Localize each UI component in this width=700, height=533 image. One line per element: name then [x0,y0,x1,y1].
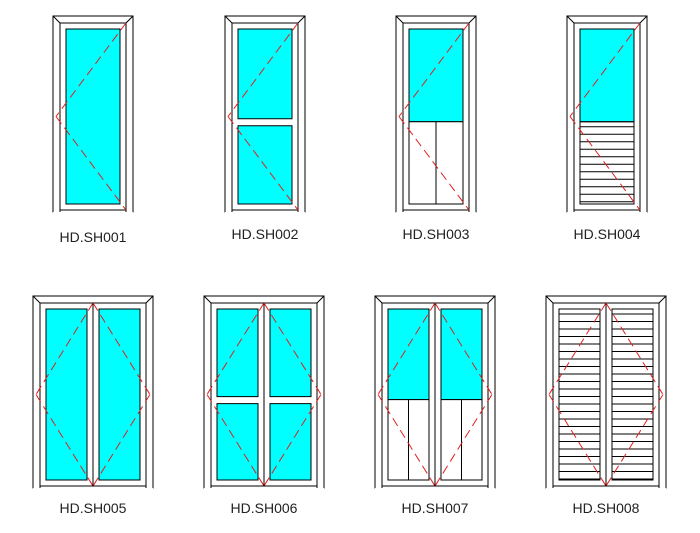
swing-line [605,394,664,487]
swing-line [206,394,265,487]
frame-miter [374,295,383,304]
threshold-gap [375,487,495,489]
swing-line [605,302,664,395]
glass-pane-upper [408,28,464,123]
threshold-gap [225,211,305,213]
swing-line [35,302,94,395]
swing-line [398,22,470,117]
door-sh001 [52,15,134,213]
door-label-sh002: HD.SH002 [231,226,299,242]
frame-miter [658,295,667,304]
glass-pane-upper [216,308,259,398]
frame-miter [487,295,496,304]
swing-line [398,116,470,211]
door-label-sh007: HD.SH007 [401,500,469,516]
swing-line [227,116,299,211]
glass-pane-lower [216,403,259,481]
frame-miter [224,15,233,24]
glass-pane-lower [237,125,293,205]
glass-pane [65,28,121,205]
door-label-sh006: HD.SH006 [230,500,298,516]
swing-line [377,302,436,395]
glass-pane-upper [387,308,430,401]
door-sh008 [545,295,667,489]
swing-line [35,394,94,487]
swing-line [227,22,299,117]
swing-line [434,302,493,395]
frame-miter [468,15,477,24]
threshold-gap [204,487,324,489]
swing-line [55,22,127,117]
glass-pane-upper [237,28,293,120]
frame-miter [32,295,41,304]
frame-miter [316,295,325,304]
door-sh004 [566,15,648,213]
swing-line [263,394,322,487]
frame-miter [566,15,575,24]
frame-miter [639,15,648,24]
door-label-sh003: HD.SH003 [402,226,470,242]
frame-miter [203,295,212,304]
door-leaf [552,302,607,487]
frame-miter [395,15,404,24]
glass-pane-upper [440,308,483,401]
swing-line [92,394,151,487]
glass-pane-lower [269,403,312,481]
glass-pane [98,308,141,481]
frame-miter [297,15,306,24]
louver-panel [558,308,601,481]
threshold-gap [396,211,476,213]
door-sh006 [203,295,325,489]
swing-line [206,302,265,395]
door-leaf [605,302,660,487]
swing-line [548,394,607,487]
swing-line [263,302,322,395]
frame-miter [125,15,134,24]
frame-miter [52,15,61,24]
swing-line [434,394,493,487]
door-label-sh005: HD.SH005 [59,500,127,516]
threshold-gap [567,211,647,213]
louver-panel [579,121,635,205]
door-sh003 [395,15,477,213]
swing-line [377,394,436,487]
threshold-gap [546,487,666,489]
door-label-sh004: HD.SH004 [573,226,641,242]
frame-miter [545,295,554,304]
louver-panel [611,308,654,481]
swing-line [569,116,641,211]
door-sh002 [224,15,306,213]
threshold-gap [53,211,133,213]
glass-pane-upper [269,308,312,398]
swing-line [92,302,151,395]
door-sh007 [374,295,496,489]
frame-miter [145,295,154,304]
door-sh005 [32,295,154,489]
swing-line [55,116,127,211]
swing-line [569,22,641,117]
glass-pane [45,308,88,481]
door-label-sh001: HD.SH001 [59,229,127,245]
swing-line [548,302,607,395]
glass-pane-upper [579,28,635,123]
door-label-sh008: HD.SH008 [572,500,640,516]
threshold-gap [33,487,153,489]
